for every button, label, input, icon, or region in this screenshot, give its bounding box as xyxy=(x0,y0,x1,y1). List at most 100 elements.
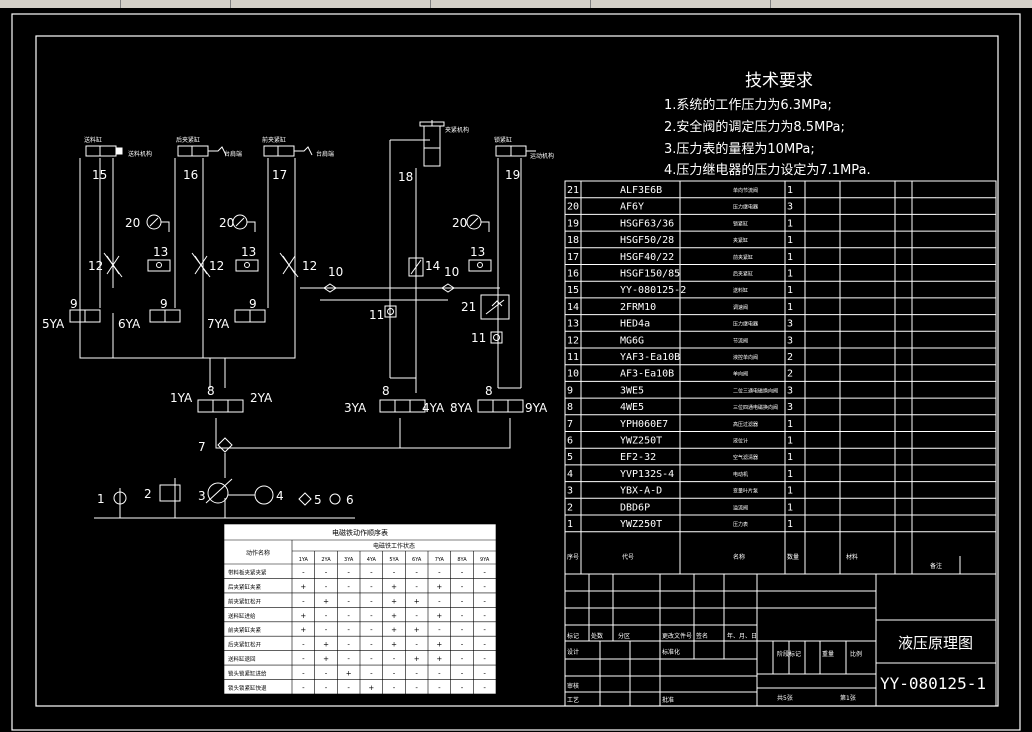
bom-code: EF2-32 xyxy=(620,452,656,463)
action-cell: - xyxy=(370,626,373,634)
cad-drawing-canvas[interactable]: 技术要求 1.系统的工作压力为6.3MPa; 2.安全阀的调定压力为8.5MPa… xyxy=(0,8,1032,732)
label-8b: 8 xyxy=(382,384,390,398)
action-row-name: 送料缸退回 xyxy=(228,655,256,663)
toolbar-segment[interactable] xyxy=(0,0,121,8)
bom-qty: 1 xyxy=(787,502,793,513)
action-cell: - xyxy=(415,583,418,591)
bom-code: MG6G xyxy=(620,335,644,346)
tb-stage: 阶段标记 xyxy=(777,650,801,658)
action-cell: - xyxy=(483,568,486,576)
label-16: 16 xyxy=(183,168,198,182)
bom-qty: 1 xyxy=(787,185,793,196)
label-12c: 12 xyxy=(302,259,317,273)
action-cell: - xyxy=(483,670,486,678)
toolbar-segment[interactable] xyxy=(430,0,591,8)
action-col-header: 2YA xyxy=(321,557,331,563)
pressure-gauge-1 xyxy=(113,491,127,505)
action-cell: - xyxy=(461,568,464,576)
throttle-12c xyxy=(279,252,299,278)
bom-name: 夹紧缸 xyxy=(733,237,748,244)
bom-name: 变量叶片泵 xyxy=(733,488,758,495)
label-17-tag: 台肩端 xyxy=(316,150,334,158)
action-cell: - xyxy=(393,568,396,576)
check-valve-10b xyxy=(441,283,455,293)
bom-no: 19 xyxy=(567,218,579,229)
toolbar-segment[interactable] xyxy=(770,0,1032,8)
label-15-name: 送料缸 xyxy=(84,136,102,144)
inner-frame xyxy=(35,35,999,707)
action-cell: - xyxy=(347,568,350,576)
action-cell: - xyxy=(438,684,441,692)
valve-9a xyxy=(69,309,101,323)
bom-header-row: 序号 代号 名称 数量 材料 备注 xyxy=(567,553,942,570)
pressure-relay-20c xyxy=(466,214,490,232)
bom-qty: 3 xyxy=(787,402,793,413)
label-21: 21 xyxy=(461,300,476,314)
bom-name: 压力表 xyxy=(733,521,748,528)
bom-no: 8 xyxy=(567,402,573,413)
bom-header-material: 材料 xyxy=(846,553,858,561)
action-col-header: 5YA xyxy=(389,557,399,563)
bom-name: 空气滤清器 xyxy=(733,454,758,461)
tb-craft: 工艺 xyxy=(567,696,579,704)
action-cell: - xyxy=(438,597,441,605)
bom-code: YWZ250T xyxy=(620,519,662,530)
tb-zone: 分区 xyxy=(618,632,630,640)
tb-approve: 批准 xyxy=(662,696,674,704)
action-cell: + xyxy=(391,583,397,591)
action-cell: - xyxy=(370,583,373,591)
label-18: 18 xyxy=(398,170,413,184)
toolbar-segment[interactable] xyxy=(230,0,431,8)
tb-design: 设计 xyxy=(567,648,579,656)
action-cell: - xyxy=(370,655,373,663)
bom-code: YBX-A-D xyxy=(620,486,662,497)
air-filter-5 xyxy=(298,492,312,506)
label-14: 14 xyxy=(425,259,440,273)
action-cell: - xyxy=(461,626,464,634)
bom-no: 13 xyxy=(567,319,579,330)
label-20a: 20 xyxy=(125,216,140,230)
hydraulic-schematic xyxy=(69,120,536,519)
bom-no: 20 xyxy=(567,202,579,213)
action-cell: + xyxy=(391,597,397,605)
label-18-name: 夹紧机构 xyxy=(445,126,469,134)
action-cell: - xyxy=(302,597,305,605)
throttle-12b xyxy=(191,252,211,278)
action-cell: + xyxy=(391,626,397,634)
bom-name: 溢流阀 xyxy=(733,504,748,511)
bom-code: YVP132S-4 xyxy=(620,469,674,480)
action-cell: - xyxy=(461,583,464,591)
action-cell: + xyxy=(436,583,442,591)
valve-9b xyxy=(149,309,181,323)
action-cell: - xyxy=(461,655,464,663)
action-row-name: 带料板夹紧夹紧 xyxy=(228,568,267,576)
label-17-name: 前夹紧缸 xyxy=(262,136,286,144)
bom-qty: 1 xyxy=(787,235,793,246)
action-cell: - xyxy=(483,597,486,605)
bom-no: 16 xyxy=(567,269,579,280)
label-8a: 8 xyxy=(207,384,215,398)
bom-name: 单向节流阀 xyxy=(733,187,758,194)
toolbar-segment[interactable] xyxy=(120,0,231,8)
level-gauge-6 xyxy=(329,493,341,505)
solenoid-6ya: 6YA xyxy=(118,317,141,331)
action-cell: - xyxy=(438,626,441,634)
toolbar-segment[interactable] xyxy=(590,0,771,8)
bom-code: YY-080125-2 xyxy=(620,285,686,296)
requirement-3: 3.压力表的量程为10MPa; xyxy=(664,141,815,157)
pilot-check-11a xyxy=(384,305,397,318)
action-cell: - xyxy=(302,568,305,576)
requirement-2: 2.安全阀的调定压力为8.5MPa; xyxy=(664,119,845,135)
action-row-name: 后夹紧缸夹紧 xyxy=(228,583,262,591)
solenoid-8ya: 8YA xyxy=(450,401,473,415)
bom-qty: 3 xyxy=(787,335,793,346)
tb-mark: 标记 xyxy=(567,632,579,640)
action-cell: - xyxy=(325,626,328,634)
